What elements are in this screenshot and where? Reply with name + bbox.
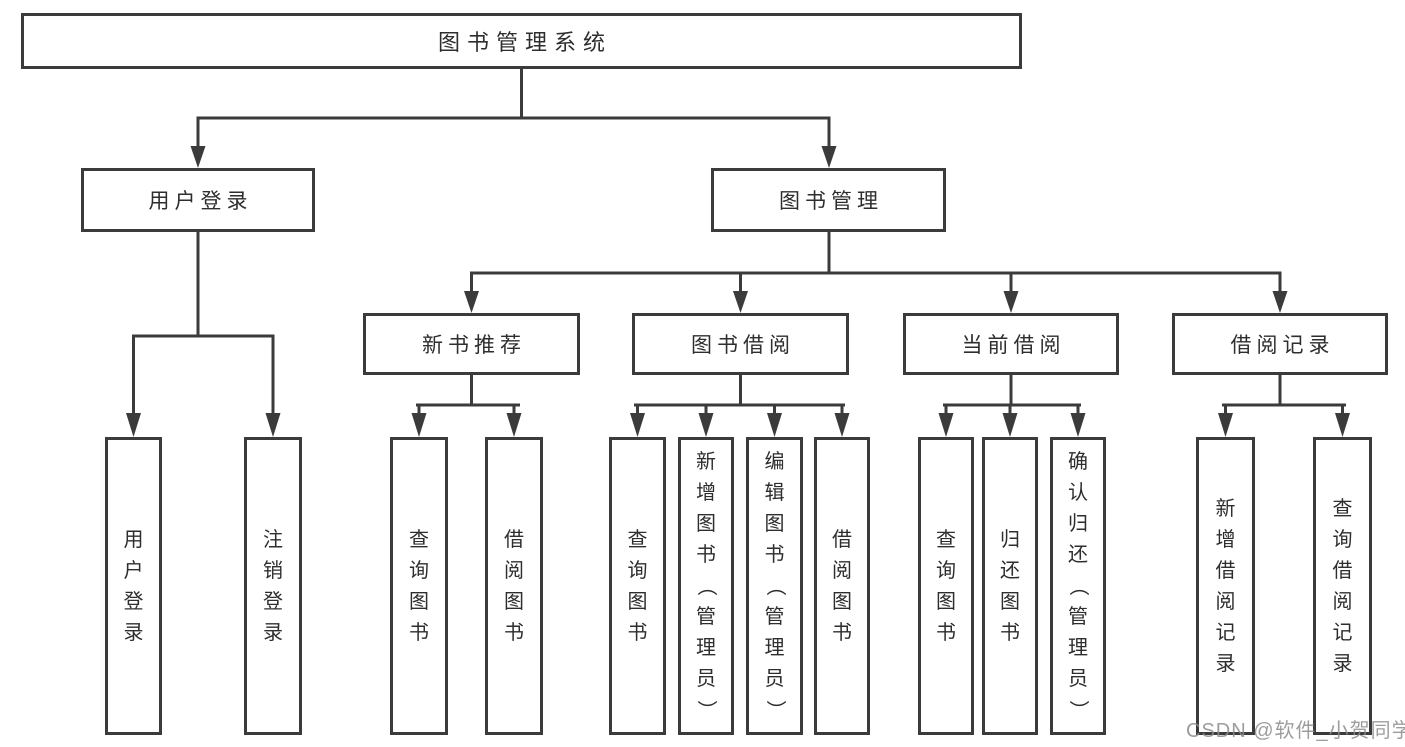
vertical-glyph: 询 <box>627 559 648 582</box>
vertical-glyph: ） <box>695 700 717 720</box>
vertical-glyph: 书 <box>832 621 852 644</box>
vertical-glyph: 记 <box>1332 621 1353 644</box>
node-current-borrowing: 当前借阅 <box>903 313 1119 375</box>
vertical-glyph: 询 <box>409 559 429 582</box>
vertical-glyph: 图 <box>832 590 852 613</box>
node-borrowing-records: 借阅记录 <box>1172 313 1388 375</box>
vertical-glyph: 记 <box>1215 621 1236 644</box>
vertical-glyph: 户 <box>123 559 144 582</box>
vertical-glyph: 员 <box>764 668 785 690</box>
node-user-login: 用户登录 <box>81 168 315 232</box>
vertical-glyph: 员 <box>1068 668 1088 690</box>
vertical-glyph: 查 <box>409 528 429 551</box>
vertical-glyph: 理 <box>1068 637 1088 659</box>
leaf-edit-book-admin: 编辑图书 （ 管理员 ） <box>746 437 803 735</box>
vertical-glyph: 借 <box>832 528 852 551</box>
connector-user-login-children <box>126 232 281 437</box>
vertical-glyph: 增 <box>696 482 716 504</box>
leaf-query-books-recommend: 查询图书 <box>390 437 448 735</box>
vertical-glyph: 用 <box>123 528 144 551</box>
vertical-glyph: 书 <box>764 544 785 566</box>
vertical-glyph: 增 <box>1215 528 1236 551</box>
leaf-query-books-current: 查询图书 <box>918 437 974 735</box>
vertical-glyph: 书 <box>409 621 429 644</box>
vertical-glyph: 书 <box>696 544 716 566</box>
leaf-add-book-admin: 新增图书 （ 管理员 ） <box>678 437 734 735</box>
connector-borrow-record-children <box>1218 375 1350 437</box>
vertical-glyph: 录 <box>123 621 144 644</box>
vertical-glyph: 书 <box>627 621 648 644</box>
leaf-query-borrow-record: 查询借阅记录 <box>1313 437 1372 735</box>
vertical-glyph: 新 <box>1215 497 1236 520</box>
vertical-glyph: 借 <box>1332 559 1353 582</box>
vertical-glyph: 录 <box>1332 652 1353 675</box>
vertical-glyph: 还 <box>1068 544 1088 566</box>
vertical-glyph: 书 <box>504 621 524 644</box>
vertical-glyph: 书 <box>936 621 956 644</box>
vertical-glyph: 销 <box>263 559 283 582</box>
vertical-glyph: 阅 <box>832 559 852 582</box>
leaf-user-login: 用户登录 <box>105 437 162 735</box>
vertical-glyph: 查 <box>936 528 956 551</box>
vertical-glyph: 阅 <box>1332 590 1353 613</box>
leaf-borrow-books: 借阅图书 <box>814 437 870 735</box>
vertical-glyph: 阅 <box>504 559 524 582</box>
leaf-add-borrow-record: 新增借阅记录 <box>1196 437 1255 735</box>
vertical-glyph: 管 <box>696 606 716 628</box>
leaf-return-book: 归还图书 <box>982 437 1038 735</box>
vertical-glyph: 归 <box>1000 528 1020 551</box>
connector-book-borrow-children <box>630 375 850 437</box>
connector-current-borrow-children <box>938 375 1086 437</box>
vertical-glyph: 理 <box>764 637 785 659</box>
connector-new-book-children <box>411 374 522 437</box>
node-library-system: 图书管理系统 <box>21 13 1022 69</box>
vertical-glyph: 图 <box>1000 590 1020 613</box>
vertical-glyph: 图 <box>764 513 785 535</box>
vertical-glyph: 图 <box>936 590 956 613</box>
vertical-glyph: 借 <box>504 528 524 551</box>
vertical-glyph: 询 <box>936 559 956 582</box>
vertical-glyph: 查 <box>1332 497 1353 520</box>
vertical-glyph: 新 <box>696 451 716 473</box>
vertical-glyph: （ <box>763 576 786 596</box>
vertical-glyph: 查 <box>627 528 648 551</box>
leaf-logout: 注销登录 <box>244 437 302 735</box>
vertical-glyph: 归 <box>1068 513 1088 535</box>
vertical-glyph: （ <box>695 576 717 596</box>
vertical-glyph: 确 <box>1068 451 1088 473</box>
connector-root-to-level2 <box>190 69 837 168</box>
node-book-borrowing: 图书借阅 <box>632 313 849 375</box>
vertical-glyph: 编 <box>764 451 785 473</box>
vertical-glyph: 录 <box>1215 652 1236 675</box>
vertical-glyph: 管 <box>1068 606 1088 628</box>
vertical-glyph: ） <box>763 700 786 720</box>
leaf-borrow-books-recommend: 借阅图书 <box>485 437 543 735</box>
vertical-glyph: 借 <box>1215 559 1236 582</box>
leaf-confirm-return-admin: 确认归还 （ 管理员 ） <box>1050 437 1106 735</box>
connector-book-mgmt-to-level3 <box>464 232 1288 313</box>
node-book-management: 图书管理 <box>711 168 946 232</box>
vertical-glyph: 书 <box>1000 621 1020 644</box>
vertical-glyph: 认 <box>1068 482 1088 504</box>
vertical-glyph: ） <box>1067 700 1089 720</box>
vertical-glyph: 员 <box>696 668 716 690</box>
leaf-query-books-borrowing: 查询图书 <box>609 437 666 735</box>
vertical-glyph: 询 <box>1332 528 1353 551</box>
vertical-glyph: 辑 <box>764 482 785 504</box>
vertical-glyph: 登 <box>263 590 283 613</box>
vertical-glyph: 登 <box>123 590 144 613</box>
vertical-glyph: 还 <box>1000 559 1020 582</box>
vertical-glyph: 理 <box>696 637 716 659</box>
vertical-glyph: 图 <box>409 590 429 613</box>
vertical-glyph: 注 <box>263 528 283 551</box>
watermark-text: CSDN @软件_小贺同学 <box>1186 720 1405 742</box>
vertical-glyph: 图 <box>627 590 648 613</box>
vertical-glyph: （ <box>1067 576 1089 596</box>
node-new-book-recommend: 新书推荐 <box>363 313 580 375</box>
vertical-glyph: 阅 <box>1215 590 1236 613</box>
vertical-glyph: 管 <box>764 606 785 628</box>
vertical-glyph: 图 <box>504 590 524 613</box>
vertical-glyph: 录 <box>263 621 283 644</box>
vertical-glyph: 图 <box>696 513 716 535</box>
